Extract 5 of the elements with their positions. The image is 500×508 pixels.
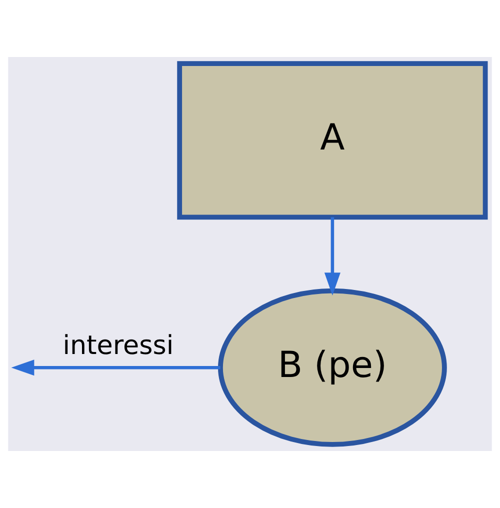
node-box: A [177, 61, 488, 220]
arrow [11, 360, 220, 376]
node-ellipse: B (pe) [218, 288, 447, 447]
edge-label: interessi [62, 331, 174, 362]
arrow [324, 217, 340, 296]
